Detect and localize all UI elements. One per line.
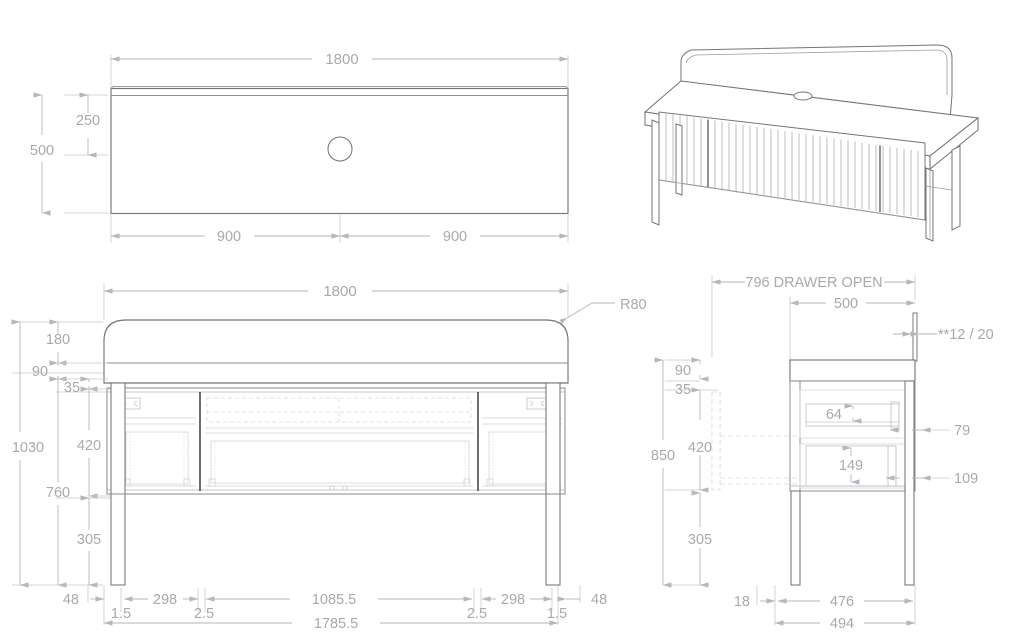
dim-label-top-900-left: 900 — [217, 229, 241, 245]
dim-label-front-1030: 1030 — [12, 440, 44, 456]
dim-top-500: 500 — [30, 92, 54, 216]
front-handle-hole-left — [329, 485, 335, 491]
dim-label-side-476: 476 — [830, 594, 854, 610]
side-drawer-open-phantom — [711, 391, 800, 491]
iso-legs — [651, 119, 961, 242]
dim-label-front-2-5-right: 2.5 — [467, 606, 487, 622]
isometric-view-group — [643, 44, 980, 242]
front-center-drawer-internals — [205, 397, 473, 491]
dim-label-side-500: 500 — [834, 296, 858, 312]
dim-label-r80: R80 — [620, 297, 647, 313]
dim-label-front-420: 420 — [77, 438, 101, 454]
dim-side-850: 850 — [651, 357, 675, 588]
dim-front-35: 35 — [64, 376, 110, 396]
side-legs — [790, 380, 915, 586]
dim-label-front-2-5-left: 2.5 — [194, 606, 214, 622]
dim-side-18: 18 — [734, 594, 776, 610]
dim-label-side-305: 305 — [688, 532, 712, 548]
dim-label-side-850: 850 — [651, 448, 675, 464]
iso-cable-grommet-hole — [793, 91, 813, 101]
dim-label-side-64: 64 — [826, 407, 842, 423]
dim-side-thickness-note: **12 / 20 — [893, 312, 994, 362]
front-legs — [107, 382, 565, 586]
front-left-drawer-internals — [114, 397, 196, 487]
dim-label-front-180: 180 — [46, 332, 70, 348]
dim-label-thickness-note: **12 / 20 — [938, 327, 994, 343]
dim-label-front-1085-5: 1085.5 — [312, 592, 356, 608]
dim-side-500: 500 — [789, 296, 916, 312]
front-handle-hole-right — [342, 485, 348, 491]
dim-front-1030: 1030 — [11, 319, 44, 588]
dim-top-900-right: 900 — [339, 229, 569, 245]
side-view-group: 796 DRAWER OPEN 500 **12 / 20 — [651, 275, 994, 632]
dim-label-side-79: 79 — [954, 423, 970, 439]
front-drawer-dividers — [199, 392, 479, 491]
dim-label-side-109: 109 — [954, 471, 978, 487]
dim-label-side-149: 149 — [839, 458, 863, 474]
dim-label-side-18: 18 — [734, 594, 750, 610]
dim-side-35: 35 — [675, 382, 691, 398]
dim-label-side-494: 494 — [830, 616, 854, 632]
dim-side-79: 79 — [889, 423, 970, 439]
top-view-group: 1800 250 500 900 — [30, 51, 569, 245]
dim-label-front-1-5-left: 1.5 — [111, 606, 131, 622]
dim-label-front-48-right: 48 — [591, 592, 607, 608]
dim-top-250: 250 — [76, 92, 100, 158]
dim-label-front-1-5-right: 1.5 — [547, 606, 567, 622]
dim-side-64: 64 — [826, 403, 862, 424]
front-top-cushion — [103, 319, 569, 384]
top-view-body — [110, 86, 569, 215]
dim-front-305: 305 — [77, 495, 101, 588]
iso-fluted-front — [658, 111, 926, 221]
dim-label-side-420: 420 — [688, 440, 712, 456]
dim-label-front-90: 90 — [32, 364, 48, 380]
dim-side-109: 109 — [885, 471, 978, 487]
dim-label-side-35: 35 — [675, 382, 691, 398]
dim-side-305: 305 — [688, 490, 712, 588]
dim-label-top-900-right: 900 — [443, 229, 467, 245]
dim-front-180: 180 — [46, 319, 70, 366]
dim-front-420: 420 — [77, 386, 110, 499]
dim-side-420: 420 — [688, 387, 712, 493]
dim-side-494: 494 — [774, 616, 916, 632]
dim-label-top-250: 250 — [76, 113, 100, 129]
callout-r80: R80 — [559, 297, 647, 325]
dim-front-chain: 48 1.5 298 2.5 1085.5 2.5 298 1.5 48 — [63, 592, 607, 632]
dim-label-top-width: 1800 — [325, 51, 358, 68]
dim-side-90: 90 — [675, 357, 709, 382]
dim-label-front-298-right: 298 — [501, 592, 525, 608]
dim-side-drawer-open: 796 DRAWER OPEN — [711, 275, 916, 291]
front-elevation-group: 1800 R80 — [11, 283, 647, 632]
dim-front-1800: 1800 — [103, 283, 569, 300]
dim-front-90: 90 — [32, 360, 108, 382]
dim-label-front-35: 35 — [64, 380, 80, 396]
dim-label-front-298-left: 298 — [153, 592, 177, 608]
dim-label-top-500: 500 — [30, 143, 54, 159]
dim-label-front-48-left: 48 — [63, 592, 79, 608]
dim-label-front-1785-5: 1785.5 — [314, 616, 358, 632]
cable-grommet-hole — [327, 136, 353, 162]
dim-side-149: 149 — [839, 445, 863, 485]
dim-top-900-left: 900 — [110, 229, 341, 245]
dim-side-476: 476 — [777, 594, 914, 610]
dim-label-front-760: 760 — [46, 485, 70, 501]
dim-label-front-305: 305 — [77, 532, 101, 548]
side-top-slab — [789, 359, 916, 382]
dim-label-front-width: 1800 — [323, 283, 356, 300]
dim-top-1800: 1800 — [110, 51, 569, 68]
dim-front-760: 760 — [46, 376, 70, 588]
dim-label-drawer-open: 796 DRAWER OPEN — [745, 275, 882, 291]
side-backsplash-panel — [912, 312, 918, 362]
dim-label-side-90: 90 — [675, 363, 691, 379]
